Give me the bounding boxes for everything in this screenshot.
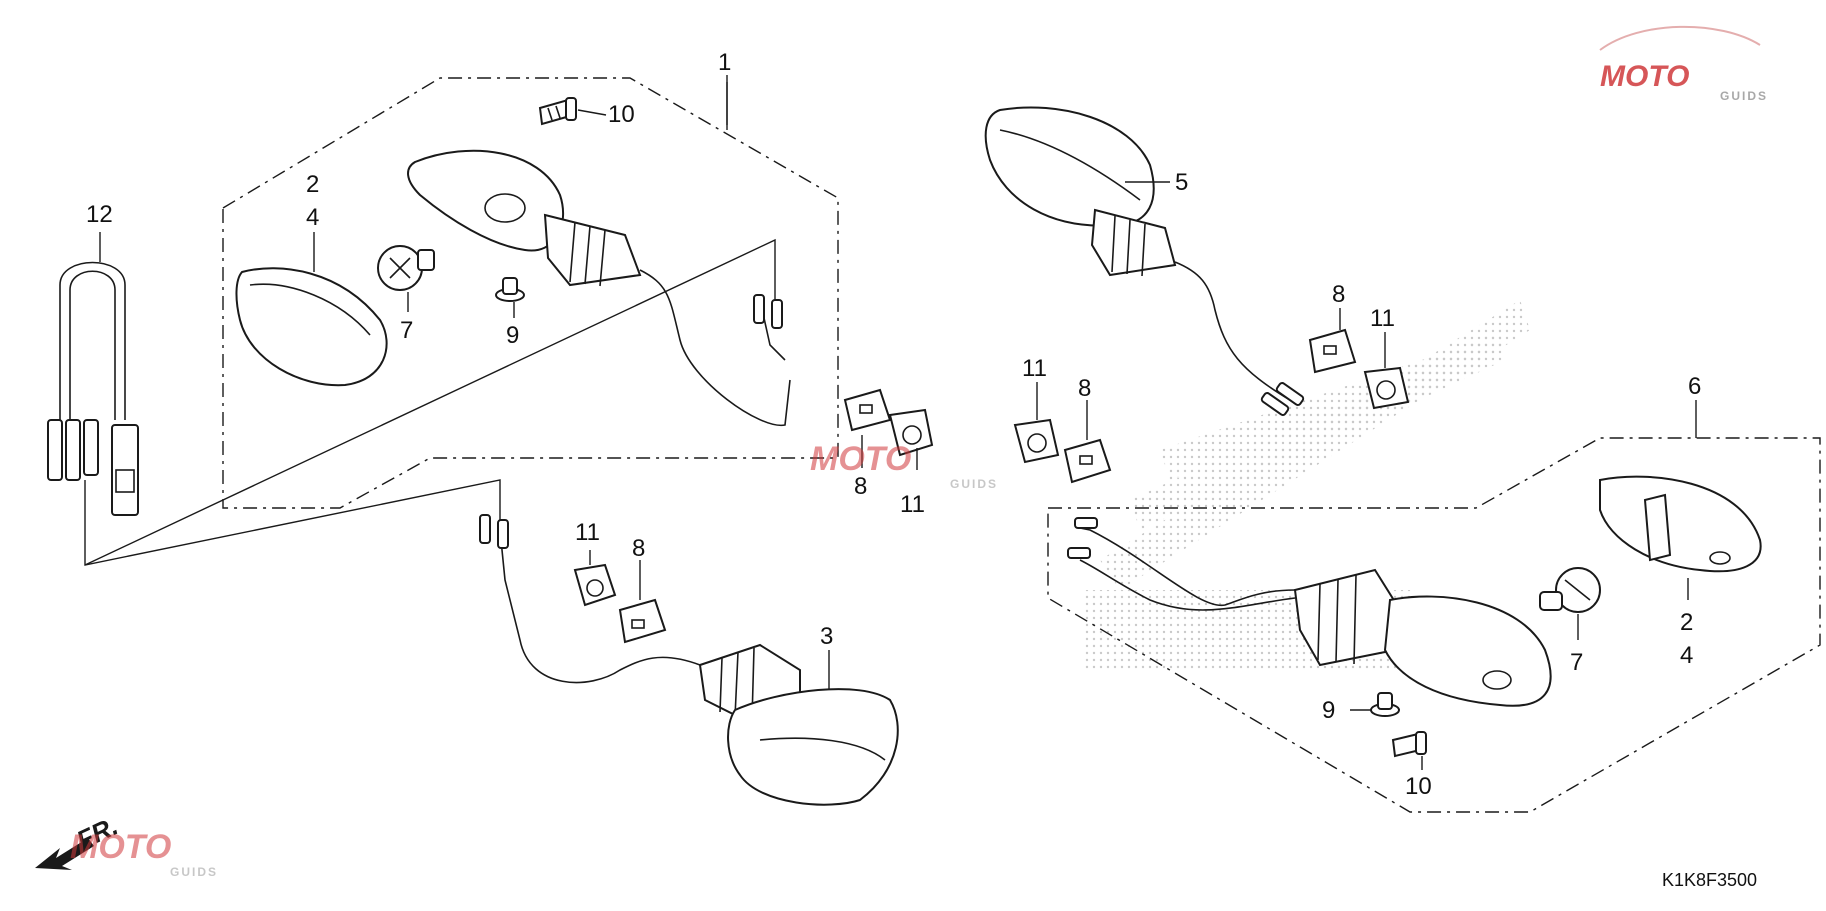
callout-11-center: 11	[575, 519, 600, 546]
tapping-screw-left	[538, 97, 577, 126]
tapping-screw-right	[1391, 731, 1427, 758]
callout-3: 3	[820, 623, 833, 650]
turn-signal-3	[479, 514, 899, 806]
turn-signal-assembly-1	[407, 149, 791, 427]
diagram-code: K1K8F3500	[1662, 870, 1757, 890]
callout-9-right: 9	[1322, 697, 1335, 724]
lens-left	[235, 267, 388, 387]
callout-11-upper-right: 11	[1370, 305, 1395, 332]
leader-lines	[99, 75, 1697, 770]
callout-8-mid-right: 8	[1078, 375, 1091, 402]
callout-8-center: 8	[632, 535, 645, 562]
callout-2-right: 2	[1680, 609, 1693, 636]
clip-8-center	[618, 598, 667, 644]
clip-8-middle	[843, 388, 892, 432]
callout-4-right: 4	[1680, 642, 1693, 669]
callout-10-right: 10	[1405, 773, 1432, 800]
callout-6: 6	[1688, 373, 1701, 400]
callout-11-middle: 11	[900, 491, 925, 518]
wire-harness-12	[47, 261, 139, 516]
bulb-left	[377, 245, 435, 291]
callout-8-upper-right: 8	[1332, 281, 1345, 308]
watermark-center: MOTO GUIDS	[810, 440, 998, 491]
watermark-top-right: MOTO GUIDS	[1599, 25, 1768, 103]
group-outline-right-front	[1047, 437, 1821, 813]
turn-signal-assembly-6	[1067, 517, 1552, 707]
svg-text:GUIDS: GUIDS	[950, 477, 998, 491]
callout-12: 12	[86, 201, 113, 228]
callout-4-left: 4	[306, 204, 319, 231]
turn-signal-5	[984, 106, 1305, 416]
svg-text:MOTO: MOTO	[70, 828, 171, 866]
bulb-right	[1539, 567, 1601, 613]
leader-system-left	[84, 82, 776, 566]
callouts: 1 10 2 4 12 7 9 8 11 11 8 11 8 8 11 5 6 …	[86, 49, 1701, 800]
callout-5: 5	[1175, 169, 1188, 196]
callout-1: 1	[718, 49, 731, 76]
nut-11-center	[573, 563, 617, 607]
svg-text:MOTO: MOTO	[810, 440, 911, 478]
clip-8-upper-right	[1308, 328, 1357, 374]
clip-8-mid-right	[1063, 438, 1112, 484]
nut-11-middle	[888, 408, 934, 457]
svg-text:GUIDS: GUIDS	[1720, 89, 1768, 103]
lens-right	[1599, 475, 1762, 573]
callout-11-mid-right: 11	[1022, 355, 1047, 382]
svg-text:GUIDS: GUIDS	[170, 865, 218, 879]
svg-text:MOTO: MOTO	[1600, 60, 1689, 93]
callout-7-right: 7	[1570, 649, 1583, 676]
callout-2-left: 2	[306, 171, 319, 198]
callout-8-middle: 8	[854, 473, 867, 500]
nut-11-mid-right	[1013, 418, 1060, 464]
callout-10-left: 10	[608, 101, 635, 128]
nut-11-upper-right	[1363, 366, 1410, 410]
arrow-down-left-icon	[35, 838, 94, 870]
callout-7-left: 7	[400, 317, 413, 344]
callout-9-left: 9	[506, 322, 519, 349]
grommet-screw-right	[1370, 692, 1400, 717]
watermark-bottom-left: MOTO GUIDS	[70, 828, 218, 879]
grommet-screw-left	[495, 277, 525, 302]
